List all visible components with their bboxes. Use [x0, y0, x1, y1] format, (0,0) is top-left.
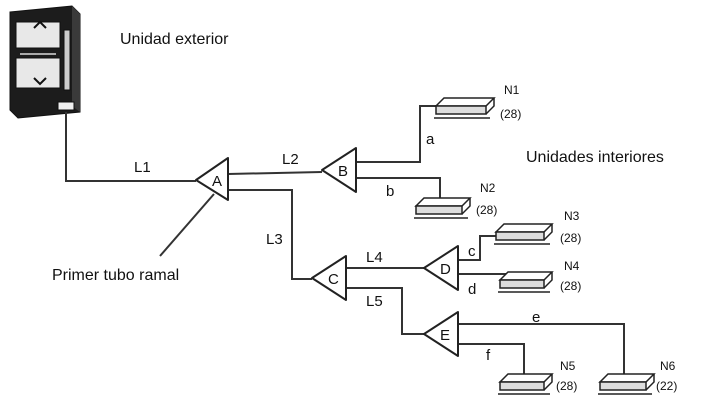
- pipe-label-L5: L5: [366, 293, 383, 310]
- pipe-e: [458, 323, 625, 376]
- pipe-c: [458, 235, 502, 261]
- outdoor-unit-label: Unidad exterior: [120, 31, 229, 48]
- indoor-unit-N4: [498, 271, 554, 293]
- pipe-label-a: a: [426, 131, 435, 148]
- branch-D: D: [423, 245, 459, 291]
- unit-name-N6: N6: [660, 359, 676, 373]
- branch-label-D: D: [440, 261, 451, 278]
- unit-name-N1: N1: [504, 83, 520, 97]
- pipe-label-d: d: [468, 281, 476, 298]
- pipe-label-L3: L3: [266, 231, 283, 248]
- pipe-f: [458, 343, 525, 376]
- branch-B: B: [321, 147, 357, 193]
- pipe-L3: [226, 189, 312, 280]
- indoor-unit-N6: [598, 373, 656, 395]
- pipe-label-f: f: [486, 347, 491, 364]
- indoor-unit-N3: [494, 223, 554, 245]
- pipe-L2: [227, 171, 323, 175]
- pipe-a: [356, 105, 446, 163]
- pipe-b: [356, 177, 441, 202]
- indoor-unit-N2: [414, 197, 472, 219]
- branch-E: E: [423, 311, 459, 357]
- unit-capacity-N2: (28): [476, 203, 497, 217]
- branch-label-C: C: [328, 271, 339, 288]
- unit-capacity-N4: (28): [560, 279, 581, 293]
- pipe-label-L2: L2: [282, 151, 299, 168]
- unit-name-N3: N3: [564, 209, 580, 223]
- first-branch-pointer: [159, 193, 215, 257]
- unit-capacity-N6: (22): [656, 379, 677, 393]
- outdoor-unit: [9, 5, 81, 119]
- pipe-L5: [346, 287, 426, 335]
- branch-label-B: B: [338, 163, 348, 180]
- piping: [65, 105, 625, 376]
- unit-name-N5: N5: [560, 359, 576, 373]
- unit-name-N2: N2: [480, 181, 496, 195]
- pipe-label-b: b: [386, 183, 394, 200]
- pipe-label-e: e: [532, 309, 540, 326]
- branch-A: A: [195, 157, 229, 201]
- first-branch-label: Primer tubo ramal: [52, 267, 179, 284]
- branch-label-A: A: [212, 173, 222, 190]
- indoor-unit-N5: [498, 373, 554, 395]
- pipe-label-c: c: [468, 243, 476, 260]
- unit-capacity-N1: (28): [500, 107, 521, 121]
- pipe-L1: [65, 112, 196, 182]
- indoor-unit-N1: [434, 97, 496, 119]
- branch-label-E: E: [440, 327, 450, 344]
- branch-C: C: [311, 255, 347, 301]
- pipe-label-L1: L1: [134, 159, 151, 176]
- pipe-label-L4: L4: [366, 249, 383, 266]
- unit-capacity-N5: (28): [556, 379, 577, 393]
- unit-name-N4: N4: [564, 259, 580, 273]
- indoor-units-label: Unidades interiores: [526, 149, 664, 166]
- unit-capacity-N3: (28): [560, 231, 581, 245]
